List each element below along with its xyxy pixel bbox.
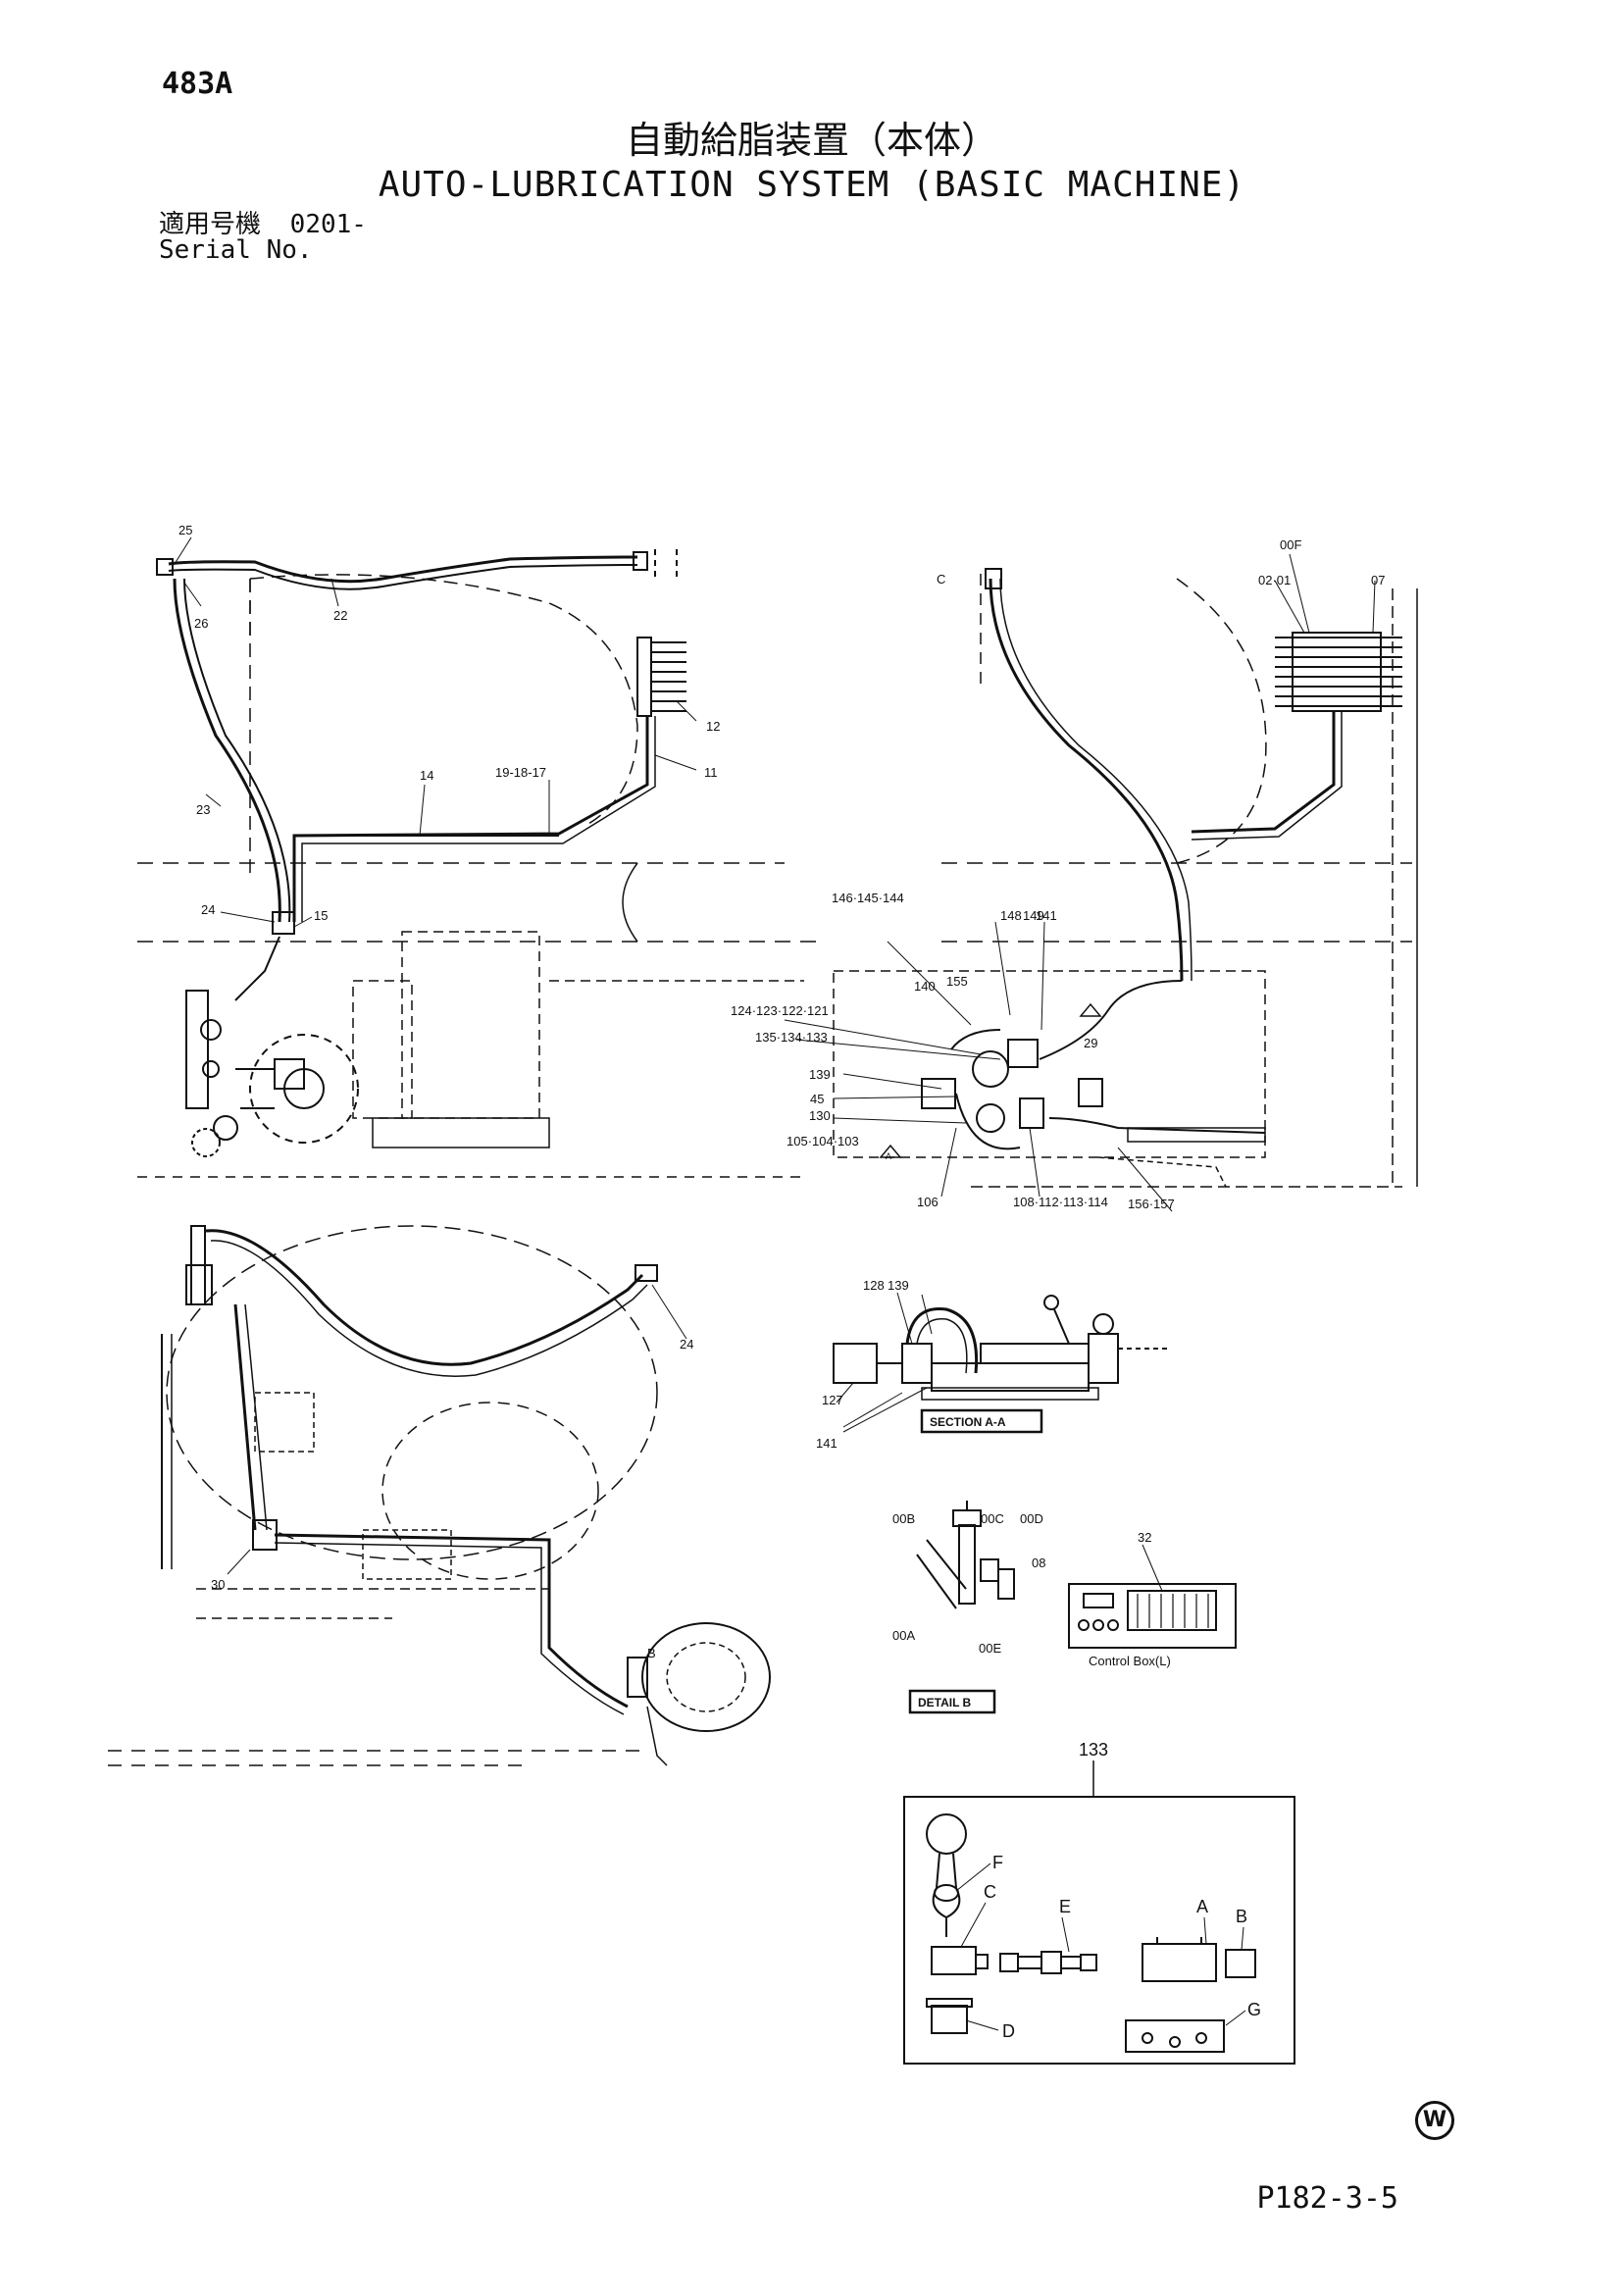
view-bottom-left xyxy=(108,1225,771,1766)
label-A-exploded: A xyxy=(1196,1897,1208,1916)
labels-detail-b: 00B 00C 00D 08 00A 00E DETAIL B xyxy=(892,1511,1045,1709)
label-00B: 00B xyxy=(892,1511,915,1526)
labels-top-right: C 00F 02·01 07 146·145·144 148 149 141 1… xyxy=(731,537,1385,1211)
label-02-01: 02·01 xyxy=(1258,573,1291,587)
label-105-104-103: 105·104·103 xyxy=(787,1134,859,1148)
view-control-box xyxy=(1068,1583,1237,1649)
title-japanese: 自動給脂装置（本体） xyxy=(625,119,998,162)
label-45: 45 xyxy=(810,1092,824,1106)
label-12: 12 xyxy=(706,719,720,734)
label-00D: 00D xyxy=(1020,1511,1043,1526)
serial-label-jp: 適用号機 xyxy=(159,210,262,239)
labels-section-aa: 128 139 127 141 SECTION A-A xyxy=(816,1278,1006,1451)
label-29: 29 xyxy=(1084,1036,1097,1050)
label-148: 148 xyxy=(1000,908,1022,923)
label-139: 139 xyxy=(809,1067,831,1082)
view-section-aa xyxy=(833,1295,1167,1434)
label-127: 127 xyxy=(822,1393,843,1407)
watermark-symbol: W xyxy=(1415,2101,1454,2140)
serial-label-en: Serial No. xyxy=(159,235,313,265)
label-14: 14 xyxy=(420,768,433,783)
label-C: C xyxy=(937,572,945,587)
label-D: D xyxy=(1002,2021,1015,2041)
label-133: 133 xyxy=(1079,1740,1108,1760)
label-24: 24 xyxy=(201,902,215,917)
labels-exploded-133: 133 F C E A B D G xyxy=(984,1740,1261,2041)
labels-bottom-left: 24 30 B xyxy=(211,1337,693,1660)
label-00A: 00A xyxy=(892,1628,915,1643)
label-00E: 00E xyxy=(979,1641,1001,1656)
page-number: P182-3-5 xyxy=(1256,2181,1399,2216)
label-155: 155 xyxy=(946,974,968,989)
caption-detail-b: DETAIL B xyxy=(918,1696,972,1709)
label-A-arrow: A xyxy=(886,1151,891,1161)
label-140: 140 xyxy=(914,979,936,994)
label-30: 30 xyxy=(211,1577,225,1592)
label-08: 08 xyxy=(1032,1556,1045,1570)
caption-section-aa: SECTION A-A xyxy=(930,1415,1006,1429)
caption-control-box: Control Box(L) xyxy=(1089,1654,1171,1668)
label-24-lower: 24 xyxy=(680,1337,693,1352)
leader-lines xyxy=(174,536,1376,2031)
label-G: G xyxy=(1247,2000,1261,2019)
page-id: 483A xyxy=(162,67,233,101)
label-15: 15 xyxy=(314,908,328,923)
labels-top-left: 25 26 22 12 11 14 19-18-17 23 24 15 xyxy=(178,523,720,923)
label-108-112-113-114: 108·112·113·114 xyxy=(1013,1195,1108,1209)
label-C-exploded: C xyxy=(984,1882,996,1902)
label-00C: 00C xyxy=(981,1511,1004,1526)
label-00F: 00F xyxy=(1280,537,1301,552)
view-exploded-133 xyxy=(903,1760,1295,2065)
labels-control-box: 32 Control Box(L) xyxy=(1089,1530,1171,1668)
view-detail-b xyxy=(908,1501,1015,1714)
label-146-145-144: 146·145·144 xyxy=(832,891,904,905)
view-top-left xyxy=(137,549,824,1178)
label-26: 26 xyxy=(194,616,208,631)
label-32: 32 xyxy=(1138,1530,1151,1545)
label-139-aa: 139 xyxy=(888,1278,909,1293)
label-E: E xyxy=(1059,1897,1071,1916)
label-07: 07 xyxy=(1371,573,1385,587)
label-141-aa: 141 xyxy=(816,1436,837,1451)
label-19-18-17: 19-18-17 xyxy=(495,765,546,780)
label-23: 23 xyxy=(196,802,210,817)
label-11: 11 xyxy=(704,765,718,780)
serial-value: 0201- xyxy=(289,210,367,239)
label-128: 128 xyxy=(863,1278,885,1293)
label-22: 22 xyxy=(333,608,347,623)
title-english: AUTO-LUBRICATION SYSTEM (BASIC MACHINE) xyxy=(378,165,1246,205)
label-F: F xyxy=(992,1853,1003,1872)
label-106: 106 xyxy=(917,1195,939,1209)
label-130: 130 xyxy=(809,1108,831,1123)
label-135-134-133: 135·134·133 xyxy=(755,1030,828,1045)
label-25: 25 xyxy=(178,523,192,537)
serial-block: 適用号機 0201- Serial No. xyxy=(159,212,367,263)
label-124-123-122-121: 124·123·122·121 xyxy=(731,1003,829,1018)
view-top-right xyxy=(833,568,1418,1188)
label-B-exploded: B xyxy=(1236,1907,1247,1926)
label-141: 141 xyxy=(1036,908,1057,923)
label-156-157: 156·157 xyxy=(1128,1197,1175,1211)
label-149: 149 xyxy=(1023,908,1044,923)
label-B: B xyxy=(647,1646,656,1660)
